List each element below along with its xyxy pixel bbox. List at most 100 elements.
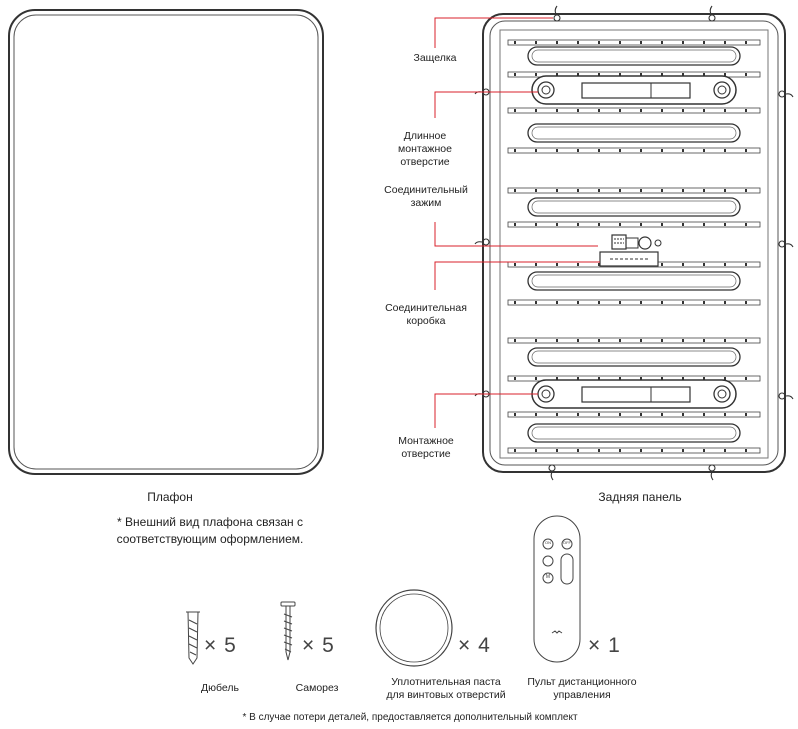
rail-notch [745,413,747,416]
rail-notch [640,189,642,192]
mount-hole-leader [434,393,538,428]
rail-notch [514,189,516,192]
rail-notch [514,449,516,452]
rail-notch [619,41,621,44]
rail-notch [598,41,600,44]
rail-notch [577,449,579,452]
connection-clip [611,234,662,250]
rail-notch [535,301,537,304]
rail-notch [640,223,642,226]
rail-notch [556,377,558,380]
panel-rail [507,411,761,418]
rail-notch [661,73,663,76]
panel-rail [507,187,761,194]
panel-slot [527,423,741,443]
panel-rail [507,107,761,114]
rail-notch [703,223,705,226]
rail-notch [703,41,705,44]
panel-slot [527,347,741,367]
remote-control-icon [533,515,581,663]
rail-notch [724,413,726,416]
sealing-paste-qty: × 4 [458,634,491,657]
lamp-note-line1: * Внешний вид плафона связан с [117,515,303,529]
rail-notch [703,149,705,152]
long-mounting-hole-top [531,75,737,105]
connection-box [599,251,659,267]
rail-notch [598,339,600,342]
rail-notch [598,263,600,266]
panel-rail [507,299,761,306]
rail-notch [535,449,537,452]
rail-notch [640,339,642,342]
rail-notch [640,449,642,452]
rail-notch [640,413,642,416]
rail-notch [661,301,663,304]
rail-notch [556,73,558,76]
screw-name: Саморез [295,682,339,694]
long-mounting-hole-label-line1: Длинное [403,130,447,142]
rail-notch [514,223,516,226]
box-leader [434,261,600,290]
rail-notch [682,73,684,76]
panel-slot [527,271,741,291]
rail-notch [661,377,663,380]
rail-notch [724,263,726,266]
rail-notch [598,377,600,380]
rail-notch [745,449,747,452]
rail-notch [514,41,516,44]
rail-notch [577,263,579,266]
rail-notch [703,263,705,266]
rail-notch [661,223,663,226]
rail-notch [598,149,600,152]
rail-notch [745,301,747,304]
rail-notch [556,41,558,44]
panel-rail [507,337,761,344]
rail-notch [514,339,516,342]
lamp-note: * Внешний вид плафона связан с соответст… [70,514,350,548]
rail-notch [703,73,705,76]
rail-notch [556,189,558,192]
screw-qty: × 5 [302,634,335,657]
wall-anchor-name: Дюбель [201,682,239,694]
rail-notch [745,377,747,380]
rail-notch [619,301,621,304]
back-panel-caption: Задняя панель [598,490,682,504]
rail-notch [577,149,579,152]
mounting-hole-label-line2: отверстие [401,448,451,460]
rail-notch [682,109,684,112]
remote-qty: × 1 [588,634,621,657]
rail-notch [598,301,600,304]
rail-notch [514,73,516,76]
rail-notch [703,413,705,416]
rail-notch [724,339,726,342]
panel-slot [527,123,741,143]
rail-notch [745,223,747,226]
sealing-paste-name-line2: для винтовых отверстий [386,689,506,701]
panel-slot-inner [531,49,737,63]
panel-slot-inner [531,126,737,140]
rail-notch [514,263,516,266]
rail-notch [745,339,747,342]
rail-notch [724,377,726,380]
rail-notch [682,413,684,416]
sealing-ring-icon [375,589,453,667]
rail-notch [556,149,558,152]
rail-notch [577,339,579,342]
remote-off-button: OFF [563,540,571,545]
long-mounting-hole-label: Длинное монтажное отверстие [370,130,480,169]
connection-clip-label-line1: Соединительный [384,184,468,196]
rail-notch [556,263,558,266]
rail-notch [535,109,537,112]
rail-notch [577,189,579,192]
rail-notch [577,301,579,304]
rail-notch [598,189,600,192]
remote-name: Пульт дистанционного управления [512,676,652,702]
rail-notch [556,339,558,342]
sealing-paste-name-line1: Уплотнительная паста [391,676,501,688]
long-mounting-hole-label-line2: монтажное [398,143,452,155]
rail-notch [640,41,642,44]
connection-box-label-line2: коробка [406,315,446,327]
rail-notch [682,301,684,304]
